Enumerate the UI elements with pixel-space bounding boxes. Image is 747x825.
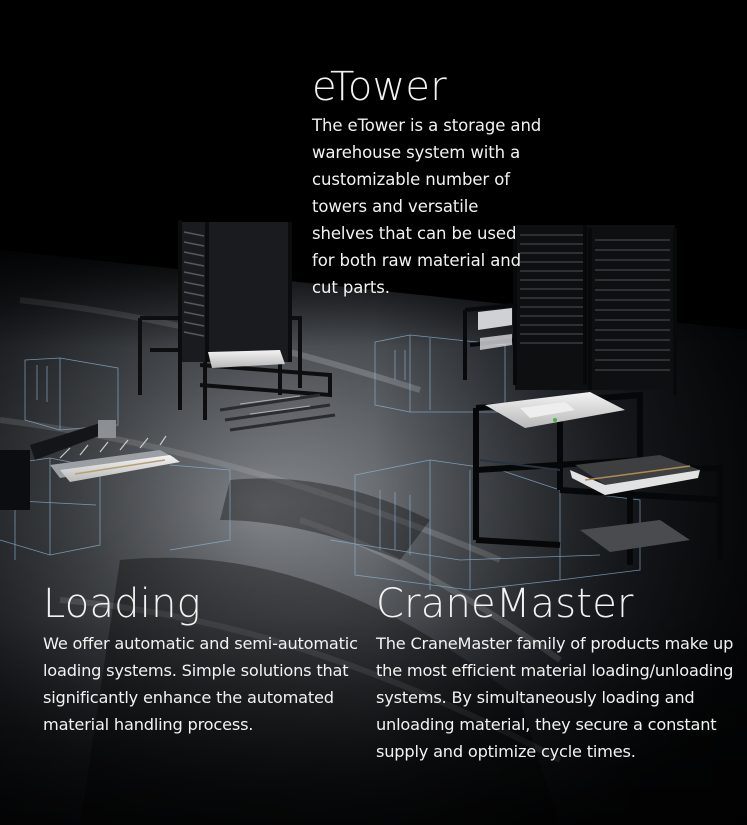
- etower-description: The eTower is a storage and warehouse sy…: [312, 116, 542, 297]
- loading-description: We offer automatic and semi-automatic lo…: [43, 634, 358, 734]
- loading-machine: [0, 420, 180, 510]
- loading-title: Loading: [43, 581, 201, 627]
- cranemaster-machine: [473, 391, 723, 565]
- cranemaster-description: The CraneMaster family of products make …: [376, 634, 734, 761]
- etower-section: eTower The eTower is a storage and wareh…: [312, 62, 542, 301]
- cranemaster-title: CraneMaster: [376, 581, 634, 627]
- cranemaster-section: CraneMaster The CraneMaster family of pr…: [376, 578, 736, 765]
- etower-left-machine: [138, 220, 336, 432]
- loading-section: Loading We offer automatic and semi-auto…: [43, 578, 363, 738]
- etower-right-machine: [463, 225, 677, 395]
- etower-title: eTower: [312, 64, 447, 110]
